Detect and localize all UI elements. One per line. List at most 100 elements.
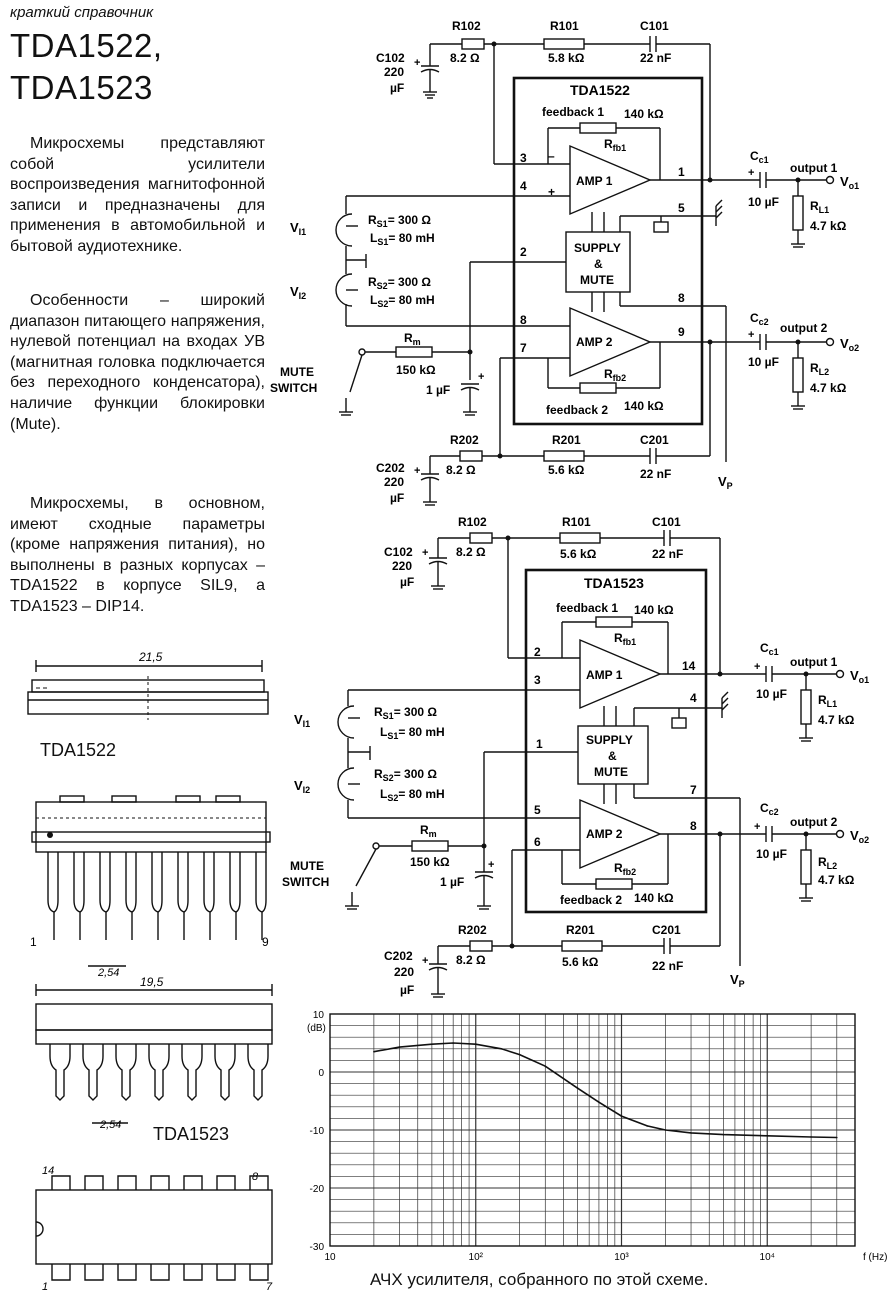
c101-label: C101 [640, 19, 669, 33]
chart-data-point [398, 1046, 401, 1048]
c201-value: 22 nF [640, 467, 671, 481]
sil9-pin-1-label: 1 [30, 935, 37, 949]
dip14-top-pin-lower [183, 1264, 203, 1281]
pin-in1-fb: 3 [520, 151, 527, 165]
c202-label: C202 [384, 949, 413, 963]
feedback1-value: 140 kΩ [634, 603, 674, 617]
r102-label: R102 [452, 19, 481, 33]
mute-switch-label-1: MUTE [290, 859, 324, 873]
r201-value: 5.6 kΩ [562, 955, 599, 969]
c202-unit: µF [400, 983, 414, 997]
supply-label: SUPPLY [574, 241, 621, 255]
rl2-value: 4.7 kΩ [818, 873, 855, 887]
chart-data-point [518, 1053, 521, 1056]
chart-data-point [766, 1135, 769, 1137]
c101-label: C101 [652, 515, 681, 529]
r102-value: 8.2 Ω [456, 545, 486, 559]
rs1-label: RS1= 300 Ω [374, 705, 437, 721]
sil9-width-label: 21,5 [138, 650, 163, 664]
pin-in1: 4 [520, 179, 527, 193]
c202-label: C202 [376, 461, 405, 475]
r102-label: R102 [458, 515, 487, 529]
svg-text:+: + [414, 465, 420, 477]
c102-label: C102 [376, 51, 405, 65]
ls1-label: LS1= 80 mH [380, 725, 445, 741]
mute-label: MUTE [580, 273, 614, 287]
chart-data-point [835, 1136, 838, 1139]
vp-label: VP [718, 474, 733, 491]
ic-body [512, 76, 704, 426]
vo2-label: Vo2 [850, 828, 869, 845]
vo1-label: Vo1 [850, 668, 869, 685]
chart-y-unit: (dB) [307, 1023, 326, 1034]
dip14-side-pin [214, 1044, 236, 1101]
r102-value: 8.2 Ω [450, 51, 480, 65]
amp2-triangle [569, 306, 652, 378]
page-title-line-1: TDA1522, [10, 27, 163, 64]
sil9-pin [99, 852, 107, 940]
svg-text:+: + [422, 955, 428, 967]
cc2-value: 10 µF [748, 355, 779, 369]
sil9-pin-9-label: 9 [262, 935, 269, 949]
rl1-label: RL1 [810, 199, 829, 215]
sil9-pins [47, 852, 267, 940]
pin-in2-fb: 7 [520, 341, 527, 355]
feedback2-label: feedback 2 [560, 893, 622, 907]
dip14-top-pin-lower [84, 1264, 104, 1281]
dip14-pin-8-label: 8 [252, 1171, 259, 1183]
dip14-top-pin-lower [150, 1264, 170, 1281]
amp1-label: AMP 1 [586, 668, 623, 682]
dip14-top-pin-lower [249, 1264, 269, 1281]
dip14-top-pin-lower [117, 1264, 137, 1281]
r202-value: 8.2 Ω [456, 953, 486, 967]
dip14-side-pin [148, 1044, 170, 1101]
sil9-pin-edge [53, 852, 59, 913]
sil9-pin [203, 852, 211, 940]
mute-switch-label-2: SWITCH [282, 875, 329, 889]
chart-data-point [452, 1042, 454, 1044]
amp2-triangle [579, 798, 662, 870]
pin-out2: 9 [678, 325, 685, 339]
dip14-top-view: 14 8 1 7 [35, 1165, 273, 1293]
rfb2-label: Rfb2 [614, 861, 636, 877]
r101-label: R101 [562, 515, 591, 529]
c102-value: 220 [392, 559, 412, 573]
c201-label: C201 [652, 923, 681, 937]
rs1-label: RS1= 300 Ω [368, 213, 431, 229]
cc2-value: 10 µF [756, 847, 787, 861]
feedback1-label: feedback 1 [556, 601, 618, 615]
rl2-label: RL2 [818, 855, 837, 871]
chart-y-tick-label: 10 [313, 1010, 325, 1021]
page-title-line-2: TDA1523 [10, 69, 153, 106]
dip14-pin-1-label: 1 [42, 1281, 48, 1293]
r201-label: R201 [552, 433, 581, 447]
sil9-pin [151, 852, 159, 940]
rfb1-label: Rfb1 [604, 137, 626, 153]
sil9-pin [125, 852, 133, 940]
rl1-label: RL1 [818, 693, 837, 709]
dip14-pin-14-label: 14 [42, 1165, 54, 1177]
dip14-side-pin [82, 1044, 104, 1101]
amp2-label: AMP 2 [586, 827, 623, 841]
rs2-label: RS2= 300 Ω [368, 275, 431, 291]
mute-switch-label-2: SWITCH [270, 381, 317, 395]
chart-x-tick-label: 10 [324, 1252, 336, 1263]
c201-value: 22 nF [652, 959, 683, 973]
feedback2-label: feedback 2 [546, 403, 608, 417]
dip14-side-pins [49, 1044, 269, 1101]
dip14-top-pin-upper [249, 1175, 269, 1190]
chart-x-tick-label: 10⁴ [760, 1252, 775, 1263]
head-vi2 [335, 260, 358, 307]
rm-value: 150 kΩ [410, 855, 450, 869]
sil9-pin [73, 852, 81, 940]
dip14-top-pin-upper [183, 1175, 203, 1190]
chart-data-point [474, 1043, 477, 1045]
rl1-value: 4.7 kΩ [818, 713, 855, 727]
header-tag: краткий справочник [10, 4, 154, 21]
rm-label: Rm [420, 823, 437, 839]
paragraph-features: Особенности – широкий диапазон питающего… [10, 292, 265, 433]
chart-data-point [620, 1115, 623, 1117]
